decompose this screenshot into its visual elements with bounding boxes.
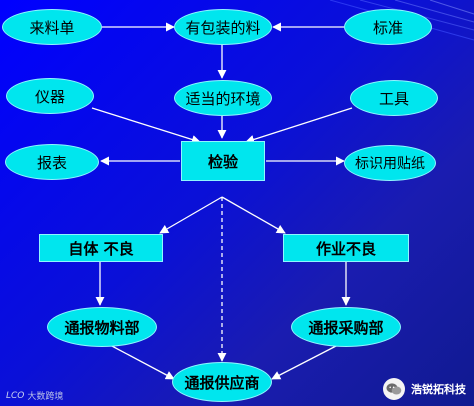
node-jianyan: 检验	[181, 141, 265, 181]
arrow-yiqi-to-jianyan	[91, 107, 201, 144]
watermark-logo: LCO	[6, 390, 25, 401]
watermark-right-text: 浩锐拓科技	[411, 383, 466, 396]
watermark-left: LCO 大数跨境	[6, 389, 64, 403]
arrow-wuliaobu-to-gongyingshang	[109, 344, 175, 380]
node-ziti: 自体 不良	[39, 234, 163, 262]
arrow-caigoubu-to-gongyingshang	[271, 344, 339, 380]
node-gongyingshang: 通报供应商	[172, 362, 272, 402]
wechat-icon	[383, 378, 405, 400]
node-laoliaodan: 来料单	[2, 9, 102, 45]
node-shidanghuanjing: 适当的环境	[174, 80, 272, 116]
node-wuliaobu: 通报物料部	[47, 307, 157, 347]
node-biaozhun: 标准	[344, 9, 432, 45]
arrow-jianyan-to-ziti	[159, 196, 223, 234]
node-caigoubu: 通报采购部	[291, 307, 401, 347]
node-youbaozhuang: 有包装的料	[174, 9, 272, 45]
node-zuoye: 作业不良	[283, 234, 409, 262]
arrow-jianyan-to-zuoye	[221, 196, 286, 234]
node-gongju: 工具	[350, 80, 438, 116]
node-yiqi: 仪器	[6, 78, 94, 114]
node-biaoshi: 标识用贴纸	[344, 145, 436, 181]
watermark-right: 浩锐拓科技	[383, 378, 466, 400]
node-baobiao: 报表	[5, 144, 99, 180]
watermark-left-text: 大数跨境	[27, 392, 64, 402]
arrow-gongju-to-jianyan	[245, 107, 353, 144]
